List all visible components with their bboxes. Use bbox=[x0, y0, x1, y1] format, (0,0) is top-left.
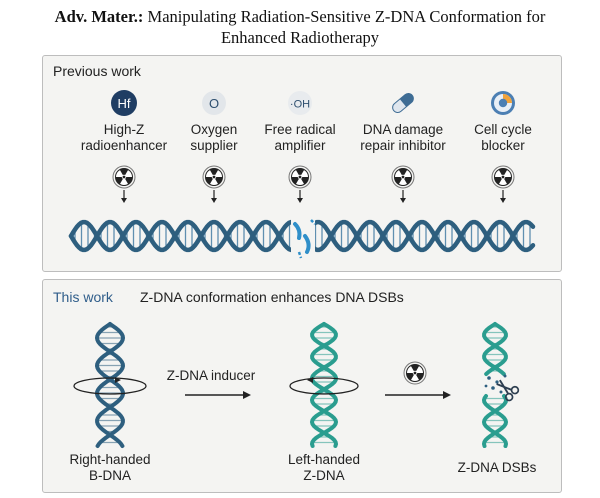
rotation-ellipse-arrow bbox=[289, 377, 359, 395]
dna-backbone bbox=[94, 322, 126, 448]
strategy-label: High-Z radioenhancer bbox=[80, 122, 168, 153]
radiation-icon bbox=[288, 165, 312, 189]
hf-element-icon: Hf bbox=[111, 90, 137, 116]
z-dna-inducer-label: Z-DNA inducer bbox=[166, 368, 256, 383]
dna-backbone bbox=[94, 322, 126, 448]
b-dna-label: Right-handed B-DNA bbox=[69, 452, 151, 483]
title-text-1: Manipulating Radiation-Sensitive Z-DNA C… bbox=[147, 7, 546, 26]
strategy-repair-inhibitor: DNA damage repair inhibitor bbox=[350, 88, 456, 154]
figure-title: Adv. Mater.: Manipulating Radiation-Sens… bbox=[0, 6, 600, 48]
this-work-label: This work bbox=[53, 289, 113, 305]
radiation-icon bbox=[112, 165, 136, 189]
radiation-icon bbox=[491, 165, 515, 189]
b-dna-helix bbox=[73, 322, 147, 448]
dna-backbone bbox=[309, 322, 339, 448]
dna-backbone bbox=[481, 322, 509, 448]
strategy-label: DNA damage repair inhibitor bbox=[360, 122, 446, 153]
strategy-label: Oxygen supplier bbox=[190, 122, 238, 153]
broken-strand-fragments bbox=[293, 219, 316, 259]
z-dna-dsb-helix bbox=[481, 322, 520, 448]
strategy-high-z: Hf High-Z radioenhancer bbox=[71, 88, 177, 154]
radiation-icon bbox=[403, 361, 427, 385]
title-line-2: Enhanced Radiotherapy bbox=[220, 28, 380, 47]
this-work-description: Z-DNA conformation enhances DNA DSBs bbox=[140, 289, 404, 305]
title-line-1: Adv. Mater.: Manipulating Radiation-Sens… bbox=[0, 6, 600, 27]
z-dna-dsb-label: Z-DNA DSBs bbox=[457, 460, 537, 475]
strategy-free-radical: ·OH Free radical amplifier bbox=[247, 88, 353, 154]
radiation-arrow bbox=[391, 165, 415, 203]
rotation-ellipse-arrow bbox=[73, 377, 147, 395]
radiation-arrow bbox=[491, 165, 515, 203]
hydroxyl-radical-icon: ·OH bbox=[288, 91, 312, 115]
z-dna-helix bbox=[289, 322, 359, 448]
oxygen-icon: O bbox=[202, 91, 226, 115]
radiation-icon bbox=[202, 165, 226, 189]
pill-capsule-icon bbox=[392, 93, 414, 113]
strategy-oxygen: O Oxygen supplier bbox=[161, 88, 267, 154]
radiation-arrow-right bbox=[385, 391, 451, 399]
oxygen-symbol: O bbox=[209, 96, 219, 111]
dna-double-helix-strand bbox=[68, 206, 536, 266]
strategy-cell-cycle: Cell cycle blocker bbox=[450, 88, 556, 154]
radiation-icon bbox=[391, 165, 415, 189]
scissors-icon bbox=[496, 379, 520, 402]
z-dna-label: Left-handed Z-DNA bbox=[287, 452, 361, 483]
radiation-arrow bbox=[202, 165, 226, 203]
cell-icon bbox=[491, 91, 515, 115]
broken-fragments bbox=[484, 374, 507, 394]
journal-name: Adv. Mater.: bbox=[54, 7, 144, 26]
strategy-label: Cell cycle blocker bbox=[474, 122, 532, 153]
radiation-arrow bbox=[112, 165, 136, 203]
previous-work-panel: Previous work Hf High-Z radioenhancer O … bbox=[42, 55, 562, 272]
inducer-arrow bbox=[185, 391, 251, 399]
dna-backbone bbox=[481, 322, 509, 448]
previous-work-heading: Previous work bbox=[53, 63, 141, 79]
this-work-panel: This work Z-DNA conformation enhances DN… bbox=[42, 279, 562, 493]
hydroxyl-symbol: ·OH bbox=[290, 99, 310, 111]
hf-symbol: Hf bbox=[118, 96, 131, 111]
dna-backbone bbox=[309, 322, 339, 448]
radiation-arrow bbox=[288, 165, 312, 203]
strategy-label: Free radical amplifier bbox=[264, 122, 336, 153]
